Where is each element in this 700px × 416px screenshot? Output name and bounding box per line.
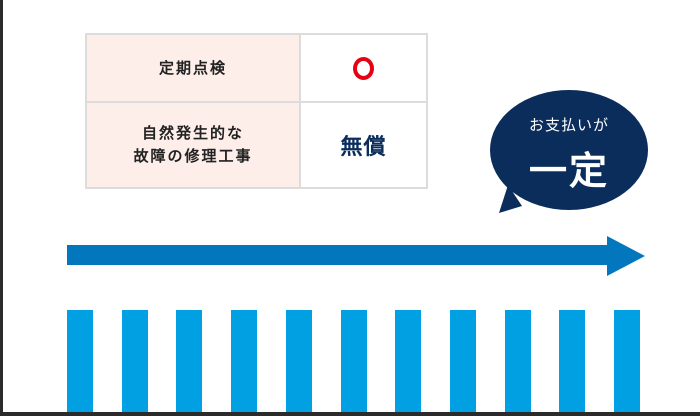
row-label-line1: 自然発生的な [141,124,244,142]
bubble-line2: 一定 [528,149,609,193]
frame-border-bottom [0,412,700,416]
coverage-table: 定期点検 自然発生的な 故障の修理工事 無償 [85,33,428,189]
speech-bubble-shape [490,90,648,213]
payment-stripe [285,310,312,412]
payment-stripe [449,310,476,412]
speech-bubble: お支払いが 一定 [490,90,648,213]
payment-stripe [67,310,93,412]
row-value-inspection [299,33,428,103]
payment-stripe [614,310,640,412]
circle-mark-icon [353,56,374,80]
row-label-inspection: 定期点検 [85,33,301,103]
free-of-charge-text: 無償 [340,135,387,160]
payment-stripe [231,310,258,412]
payment-stripe [559,310,586,412]
payment-stripe [340,310,367,412]
table-row: 自然発生的な 故障の修理工事 無償 [85,101,428,189]
table-row: 定期点検 [85,33,428,103]
row-label-line2: 故障の修理工事 [133,147,253,165]
payment-stripe [121,310,148,412]
payment-stripe [395,310,422,412]
payment-stripe [504,310,531,412]
bubble-line1: お支払いが [528,116,609,134]
right-arrow-icon [67,236,645,276]
frame-border-left [0,0,3,416]
row-value-repair: 無償 [299,101,428,189]
payment-stripe [176,310,203,412]
row-label-repair: 自然発生的な 故障の修理工事 [85,101,301,189]
